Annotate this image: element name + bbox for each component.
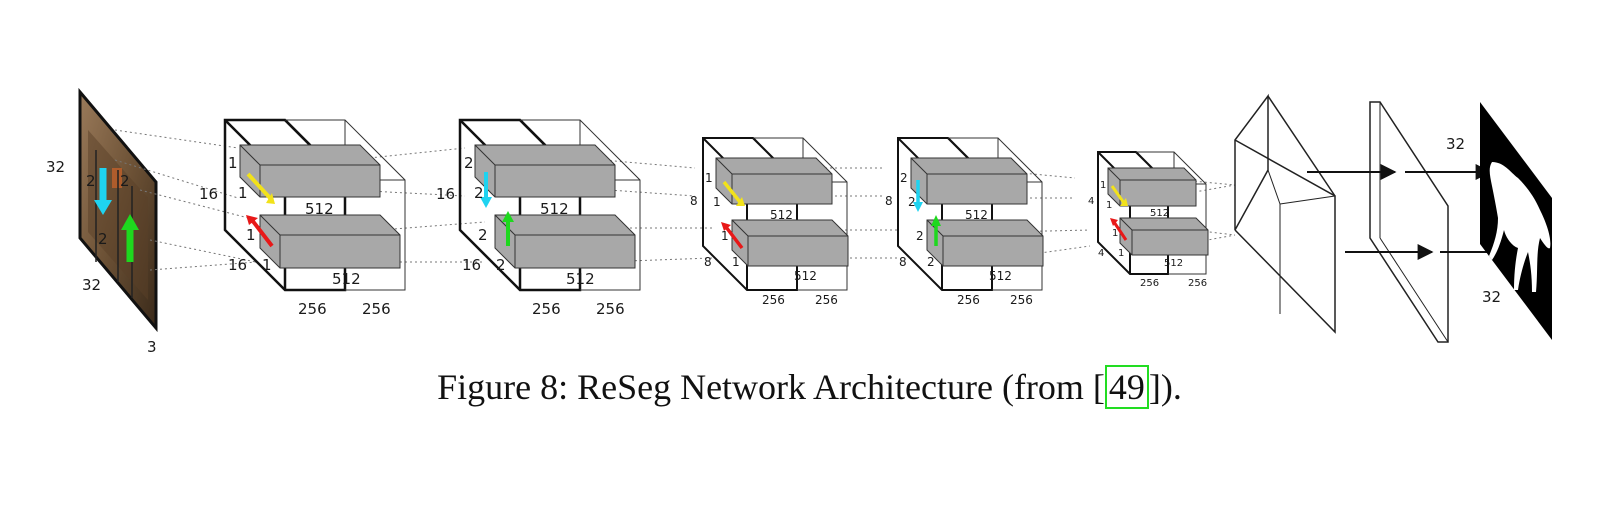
- reseg-architecture-diagram: 32 32 3 2 2 2: [46, 87, 1552, 356]
- reseg-layer-block-2: 16 2 2 2 512 512 16 2 256 256: [436, 118, 641, 318]
- softmax-layer: [1369, 101, 1449, 343]
- caption-suffix: ]).: [1148, 367, 1182, 407]
- input-height-label: 32: [46, 158, 65, 176]
- block2-small-b: 2: [496, 256, 506, 274]
- block4-bottom-right: 256: [1010, 293, 1033, 307]
- up-arrow-icon: [121, 214, 139, 262]
- rnn-layer-top: [239, 144, 381, 198]
- block3-small-b: 1: [732, 255, 740, 269]
- reseg-layer-block-3: 8 1 1 1 512 512 8 1 256 256: [690, 137, 849, 307]
- rnn-layer-top: [1107, 167, 1197, 207]
- block2-bottom-left: 256: [532, 300, 561, 318]
- output-segmentation-map: 32 32: [1446, 102, 1552, 340]
- block3-bottom-left: 256: [762, 293, 785, 307]
- block2-width-label: 16: [436, 185, 455, 203]
- block2-patch-label-3: 2: [478, 226, 488, 244]
- block5-patch-label-1: 1: [1100, 180, 1106, 191]
- block2-depth-bottom: 512: [566, 270, 595, 288]
- block4-depth-top: 512: [965, 208, 988, 222]
- input-channels-label: 3: [147, 338, 157, 356]
- down-arrow-icon: [913, 180, 923, 212]
- block4-depth-bottom: 512: [989, 269, 1012, 283]
- block2-patch-label-1: 2: [464, 154, 474, 172]
- block3-patch-label-1: 1: [705, 171, 713, 185]
- block3-patch-label-2: 1: [713, 195, 721, 209]
- output-width-label: 32: [1482, 288, 1501, 306]
- block4-patch-label-2: 2: [908, 195, 916, 209]
- rnn-layer-bottom: [494, 214, 636, 269]
- block5-small-b: 1: [1118, 248, 1124, 259]
- block2-small-a: 16: [462, 256, 481, 274]
- block4-bottom-left: 256: [957, 293, 980, 307]
- rnn-layer-bottom: [731, 219, 849, 267]
- block1-small-b: 1: [262, 256, 272, 274]
- block5-patch-label-3: 1: [1112, 228, 1118, 239]
- block1-bottom-left: 256: [298, 300, 327, 318]
- upsampling-layer: [1234, 93, 1336, 334]
- block4-patch-label-3: 2: [916, 229, 924, 243]
- block1-depth-bottom: 512: [332, 270, 361, 288]
- block1-patch-label-2: 1: [238, 184, 248, 202]
- rnn-layer-bottom: [926, 219, 1044, 267]
- block1-width-label: 16: [199, 185, 218, 203]
- citation-link[interactable]: 49: [1104, 365, 1149, 409]
- block3-patch-label-3: 1: [721, 229, 729, 243]
- block5-width-label: 4: [1088, 196, 1094, 207]
- block5-bottom-left: 256: [1140, 278, 1159, 289]
- patch-size-label-a: 2: [86, 172, 96, 190]
- flow-arrows: [1307, 164, 1492, 260]
- reseg-layer-block-4: 8 2 2 2 512 512 8 2 256 256: [885, 137, 1044, 307]
- rnn-layer-top: [910, 157, 1028, 205]
- block5-patch-label-2: 1: [1106, 200, 1112, 211]
- block3-depth-top: 512: [770, 208, 793, 222]
- rnn-layer-top: [715, 157, 833, 205]
- block4-small-b: 2: [927, 255, 935, 269]
- rnn-layer-bottom: [259, 214, 401, 269]
- block1-patch-label-1: 1: [228, 154, 238, 172]
- patch-size-label-b: 2: [120, 172, 130, 190]
- figure-caption: Figure 8: ReSeg Network Architecture (fr…: [0, 365, 1619, 409]
- red-arrow-icon: [1110, 218, 1128, 241]
- reseg-layer-block-5: 4 1 1 1 512 512 4 1 256 256: [1088, 151, 1209, 289]
- block3-bottom-right: 256: [815, 293, 838, 307]
- block3-width-label: 8: [690, 194, 698, 208]
- down-arrow-icon: [480, 172, 492, 208]
- yellow-arrow-icon: [722, 180, 745, 206]
- caption-prefix: Figure 8: ReSeg Network Architecture (fr…: [437, 367, 1105, 407]
- block4-patch-label-1: 2: [900, 171, 908, 185]
- block3-small-a: 8: [704, 255, 712, 269]
- block1-depth-top: 512: [305, 200, 334, 218]
- block1-small-a: 16: [228, 256, 247, 274]
- block4-small-a: 8: [899, 255, 907, 269]
- red-arrow-icon: [721, 222, 744, 250]
- reseg-layer-block-1: 16 1 1 1 512 512 16 1 256 256: [199, 118, 406, 318]
- block1-patch-label-3: 1: [246, 226, 256, 244]
- rnn-layer-top: [474, 144, 616, 198]
- output-height-label: 32: [1446, 135, 1465, 153]
- input-width-label: 32: [82, 276, 101, 294]
- input-image: 32 32 3 2 2 2: [46, 87, 158, 356]
- block2-bottom-right: 256: [596, 300, 625, 318]
- block5-bottom-right: 256: [1188, 278, 1207, 289]
- patch-size-label-c: 2: [98, 230, 108, 248]
- block3-depth-bottom: 512: [794, 269, 817, 283]
- block5-small-a: 4: [1098, 248, 1104, 259]
- block5-depth-bottom: 512: [1164, 258, 1183, 269]
- block2-depth-top: 512: [540, 200, 569, 218]
- rnn-layer-bottom: [1119, 217, 1209, 256]
- yellow-arrow-icon: [246, 172, 275, 204]
- red-arrow-icon: [246, 215, 274, 248]
- block2-patch-label-2: 2: [474, 184, 484, 202]
- yellow-arrow-icon: [1110, 185, 1128, 206]
- block5-depth-top: 512: [1150, 208, 1169, 219]
- up-arrow-icon: [931, 215, 941, 246]
- down-arrow-icon: [94, 168, 112, 215]
- block4-width-label: 8: [885, 194, 893, 208]
- up-arrow-icon: [502, 211, 514, 246]
- block1-bottom-right: 256: [362, 300, 391, 318]
